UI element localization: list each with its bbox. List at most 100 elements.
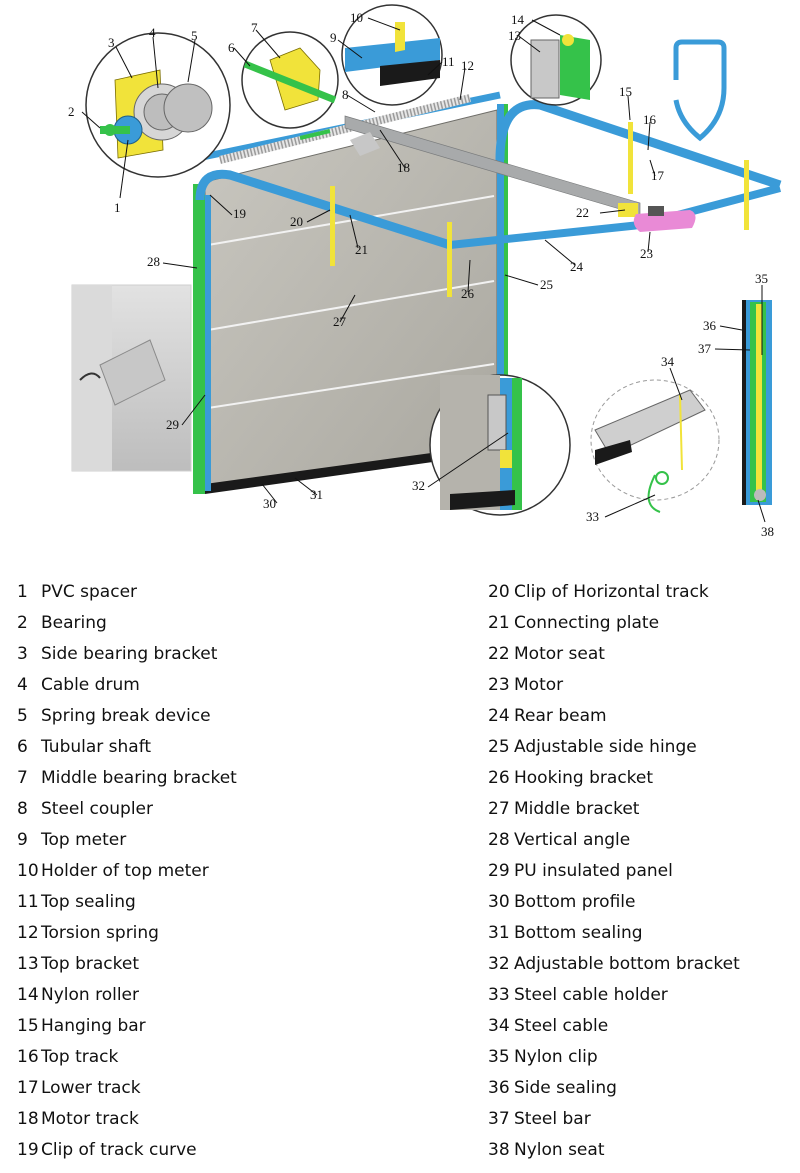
legend-number: 32 xyxy=(488,954,510,975)
callout-34: 34 xyxy=(661,354,675,369)
legend-label: Top meter xyxy=(41,829,127,850)
legend-label: Adjustable side hinge xyxy=(514,736,697,757)
legend-number: 28 xyxy=(488,829,510,850)
legend-label: Cable drum xyxy=(41,674,140,695)
torsion-spring xyxy=(219,94,471,164)
door-panel xyxy=(204,109,498,494)
legend-label: Side bearing bracket xyxy=(41,643,218,664)
legend-number: 6 xyxy=(17,736,28,757)
legend-label: Holder of top meter xyxy=(41,860,209,881)
callout-23: 23 xyxy=(640,246,653,261)
callout-22: 22 xyxy=(576,205,589,220)
legend-label: Nylon clip xyxy=(514,1047,598,1068)
legend-number: 5 xyxy=(17,705,28,726)
vertical-angle-right xyxy=(497,104,508,454)
callout-19: 19 xyxy=(233,206,246,221)
legend-number: 31 xyxy=(488,923,510,944)
legend-label: Nylon seat xyxy=(514,1140,605,1161)
detail-bottom-bracket xyxy=(429,374,571,516)
callout-4: 4 xyxy=(149,25,156,40)
legend-label: Lower track xyxy=(41,1078,141,1099)
legend-number: 8 xyxy=(17,798,28,819)
legend-number: 19 xyxy=(17,1140,39,1161)
legend-number: 30 xyxy=(488,891,510,912)
legend-item: 3 Side bearing bracket xyxy=(17,638,347,669)
motor xyxy=(618,203,696,232)
legend-number: 29 xyxy=(488,860,510,881)
legend-label: Spring break device xyxy=(41,705,211,726)
legend-number: 26 xyxy=(488,767,510,788)
legend-label: Steel cable xyxy=(514,1016,609,1037)
legend-label: PU insulated panel xyxy=(514,860,673,881)
legend-number: 3 xyxy=(17,643,28,664)
callout-28: 28 xyxy=(147,254,160,269)
legend-label: Tubular shaft xyxy=(41,736,152,757)
legend-label: Clip of Horizontal track xyxy=(514,581,709,602)
legend-label: Bottom profile xyxy=(514,891,636,912)
legend-number: 10 xyxy=(17,860,39,881)
callout-18: 18 xyxy=(397,160,410,175)
callout-11: 11 xyxy=(442,54,455,69)
callout-2: 2 xyxy=(68,104,75,119)
legend-label: Clip of track curve xyxy=(41,1140,197,1161)
legend-label: Side sealing xyxy=(514,1078,617,1099)
callout-33: 33 xyxy=(586,509,599,524)
callout-21: 21 xyxy=(355,242,368,257)
callout-15: 15 xyxy=(619,84,632,99)
callout-25: 25 xyxy=(540,277,553,292)
detail-side-sealing xyxy=(742,300,772,505)
legend-number: 23 xyxy=(488,674,510,695)
callout-29: 29 xyxy=(166,417,179,432)
legend-number: 24 xyxy=(488,705,510,726)
callout-6: 6 xyxy=(228,40,235,55)
hanging-bars xyxy=(330,122,749,297)
legend-number: 36 xyxy=(488,1078,510,1099)
legend-label: Nylon roller xyxy=(41,985,139,1006)
legend-number: 9 xyxy=(17,829,28,850)
legend-number: 38 xyxy=(488,1140,510,1161)
callout-10: 10 xyxy=(350,10,363,25)
hook-icon xyxy=(673,39,727,142)
legend-number: 7 xyxy=(17,767,28,788)
callout-27: 27 xyxy=(333,314,347,329)
callout-16: 16 xyxy=(643,112,657,127)
legend-number: 2 xyxy=(17,612,28,633)
detail-spring-break-assembly xyxy=(85,32,231,178)
detail-top-bracket xyxy=(510,14,602,106)
legend-number: 35 xyxy=(488,1047,510,1068)
legend-item: 9 Top meter xyxy=(17,824,347,855)
legend-number: 20 xyxy=(488,581,510,602)
legend-label: Connecting plate xyxy=(514,612,660,633)
legend-item: 6 Tubular shaft xyxy=(17,731,347,762)
callout-30: 30 xyxy=(263,496,276,511)
legend-label: Top bracket xyxy=(41,954,139,975)
photo-inset-hinge xyxy=(71,284,192,472)
callout-36: 36 xyxy=(703,318,717,333)
callout-20: 20 xyxy=(290,214,303,229)
legend-number: 25 xyxy=(488,736,510,757)
legend-number: 14 xyxy=(17,985,39,1006)
callout-31: 31 xyxy=(310,487,323,502)
